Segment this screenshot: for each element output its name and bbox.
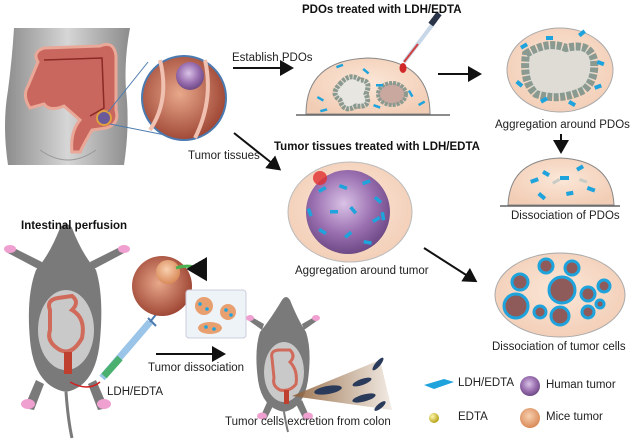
excretion-cone	[292, 357, 392, 411]
dissociated-mice-tumor-panel	[185, 289, 247, 339]
mouse-perfusion-illustration	[4, 224, 130, 439]
mice-tumor-icon	[520, 408, 540, 428]
legend-label-mice-tumor: Mice tumor	[546, 411, 603, 423]
mouse-colon-zoom-inset	[132, 256, 207, 316]
arrow-tumor-tissues	[233, 132, 282, 171]
label-establish-pdos: Establish PDOs	[232, 52, 313, 64]
dissociation-pdos-dome	[500, 157, 620, 207]
human-torso-illustration	[5, 28, 171, 165]
human-tumor-icon	[176, 62, 204, 90]
paw-icon	[257, 412, 267, 420]
paw-icon	[21, 399, 35, 409]
tumor-site-icon	[96, 110, 112, 126]
paw-icon	[97, 399, 111, 409]
heading-intestinal-perfusion: Intestinal perfusion	[21, 220, 128, 232]
paw-icon	[303, 412, 313, 420]
legend-label-ldh-edta: LDH/EDTA	[458, 377, 515, 389]
heading-pdos-treated: PDOs treated with LDH/EDTA	[302, 4, 462, 16]
label-aggregation-tumor: Aggregation around tumor	[295, 265, 429, 277]
label-syringe-ldh-edta: LDH/EDTA	[107, 386, 164, 398]
label-excretion: Tumor cells excretion from colon	[225, 416, 391, 428]
pdo-dome	[296, 57, 450, 116]
label-tumor-dissociation: Tumor dissociation	[148, 362, 245, 374]
paw-icon	[246, 315, 254, 321]
human-tumor-icon	[306, 170, 390, 254]
mice-tumor-icon	[156, 260, 180, 284]
organoid-icon	[376, 81, 408, 107]
organoid-icon	[332, 74, 371, 112]
label-dissociation-pdos: Dissociation of PDOs	[511, 210, 620, 222]
paw-icon	[312, 315, 320, 321]
aggregation-pdos-dish	[506, 27, 614, 113]
colon-icon	[23, 42, 119, 154]
human-tumor-icon	[520, 376, 540, 396]
paw-icon	[4, 245, 16, 253]
mouse-excretion-illustration	[246, 297, 320, 433]
legend-label-edta: EDTA	[458, 411, 488, 423]
edta-sphere-icon	[429, 413, 439, 423]
pipette-icon	[399, 11, 442, 73]
heading-tumor-tissues-treated: Tumor tissues treated with LDH/EDTA	[274, 141, 480, 153]
tumor-tissue-dish	[287, 161, 413, 263]
colon-zoom-inset	[141, 55, 227, 141]
label-aggregation-pdos: Aggregation around PDOs	[495, 119, 630, 131]
legend	[424, 376, 540, 428]
ldh-edta-sheet-icon	[424, 379, 454, 389]
ldh-edta-particles	[316, 63, 426, 113]
dissociation-tumor-dish	[494, 252, 626, 338]
arrow-to-dissociation-tumor	[423, 247, 478, 283]
label-tumor-tissues: Tumor tissues	[188, 150, 260, 162]
legend-label-human-tumor: Human tumor	[546, 379, 616, 391]
label-dissociation-tumor-cells: Dissociation of tumor cells	[492, 341, 626, 353]
paw-icon	[118, 245, 130, 253]
